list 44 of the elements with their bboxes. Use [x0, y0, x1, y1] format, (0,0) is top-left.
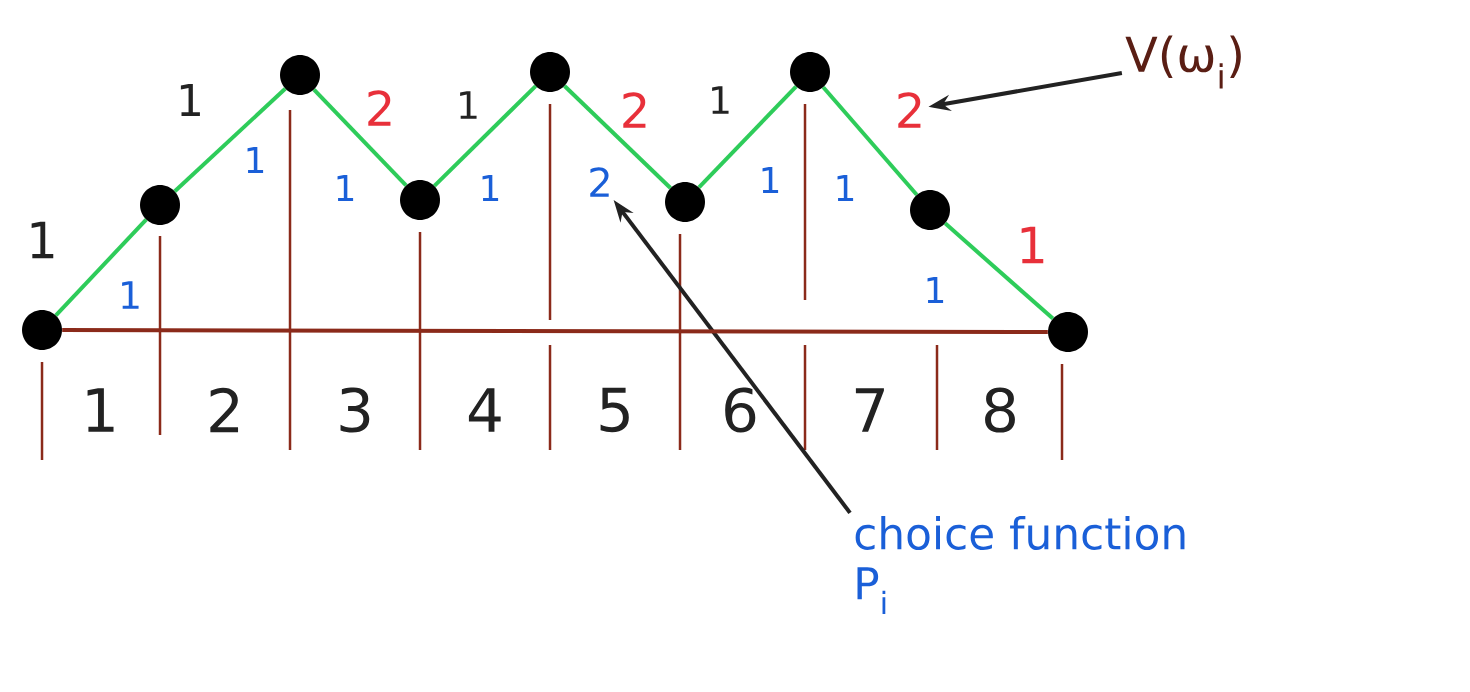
- point-dot: [665, 182, 705, 222]
- point-dot: [910, 190, 950, 230]
- point-dot: [140, 185, 180, 225]
- value-number: 2: [898, 92, 921, 128]
- weight-number: 1: [31, 221, 54, 259]
- axis-number: 5: [600, 387, 629, 433]
- axis-number: 3: [340, 387, 370, 433]
- axis-number: 8: [985, 387, 1015, 433]
- point-dot: [22, 310, 62, 350]
- weight-number: 1: [712, 86, 729, 114]
- point-dot: [530, 52, 570, 92]
- edge-line: [62, 328, 1048, 334]
- edge-line: [697, 85, 798, 189]
- annotation-text: choice function P$_{i}$: [855, 516, 1185, 614]
- edge-line: [54, 218, 148, 317]
- axis-number: 6: [725, 387, 756, 433]
- axis-number: 7: [855, 388, 884, 432]
- edge-line: [563, 84, 672, 190]
- weight-number: 1: [180, 84, 200, 116]
- choice-number: 2: [590, 167, 609, 197]
- axis-number: 4: [468, 388, 501, 432]
- weight-number: 1: [1021, 226, 1044, 264]
- axis-number: 2: [210, 387, 239, 433]
- edge-line: [173, 87, 287, 193]
- weight-number: 1: [482, 174, 499, 202]
- weight-number: 2: [368, 90, 391, 126]
- edge-line: [312, 88, 408, 187]
- value-label: V(ω$_{i}$): [1125, 35, 1241, 89]
- point-dot: [280, 55, 320, 95]
- point-dot: [1048, 312, 1088, 352]
- weight-number: 1: [762, 166, 779, 194]
- axis-number: 1: [87, 388, 114, 432]
- edge-line: [943, 221, 1055, 321]
- weight-number: 1: [337, 174, 354, 202]
- weight-number: 1: [460, 91, 477, 119]
- weight-number: 2: [623, 92, 646, 128]
- weight-number: 1: [247, 146, 264, 174]
- weight-number: 1: [122, 281, 139, 309]
- weight-number: 1: [837, 174, 854, 202]
- edge-line: [821, 85, 919, 197]
- point-dot: [790, 52, 830, 92]
- point-dot: [400, 180, 440, 220]
- edge-line: [433, 84, 538, 188]
- weight-number: 1: [927, 276, 944, 304]
